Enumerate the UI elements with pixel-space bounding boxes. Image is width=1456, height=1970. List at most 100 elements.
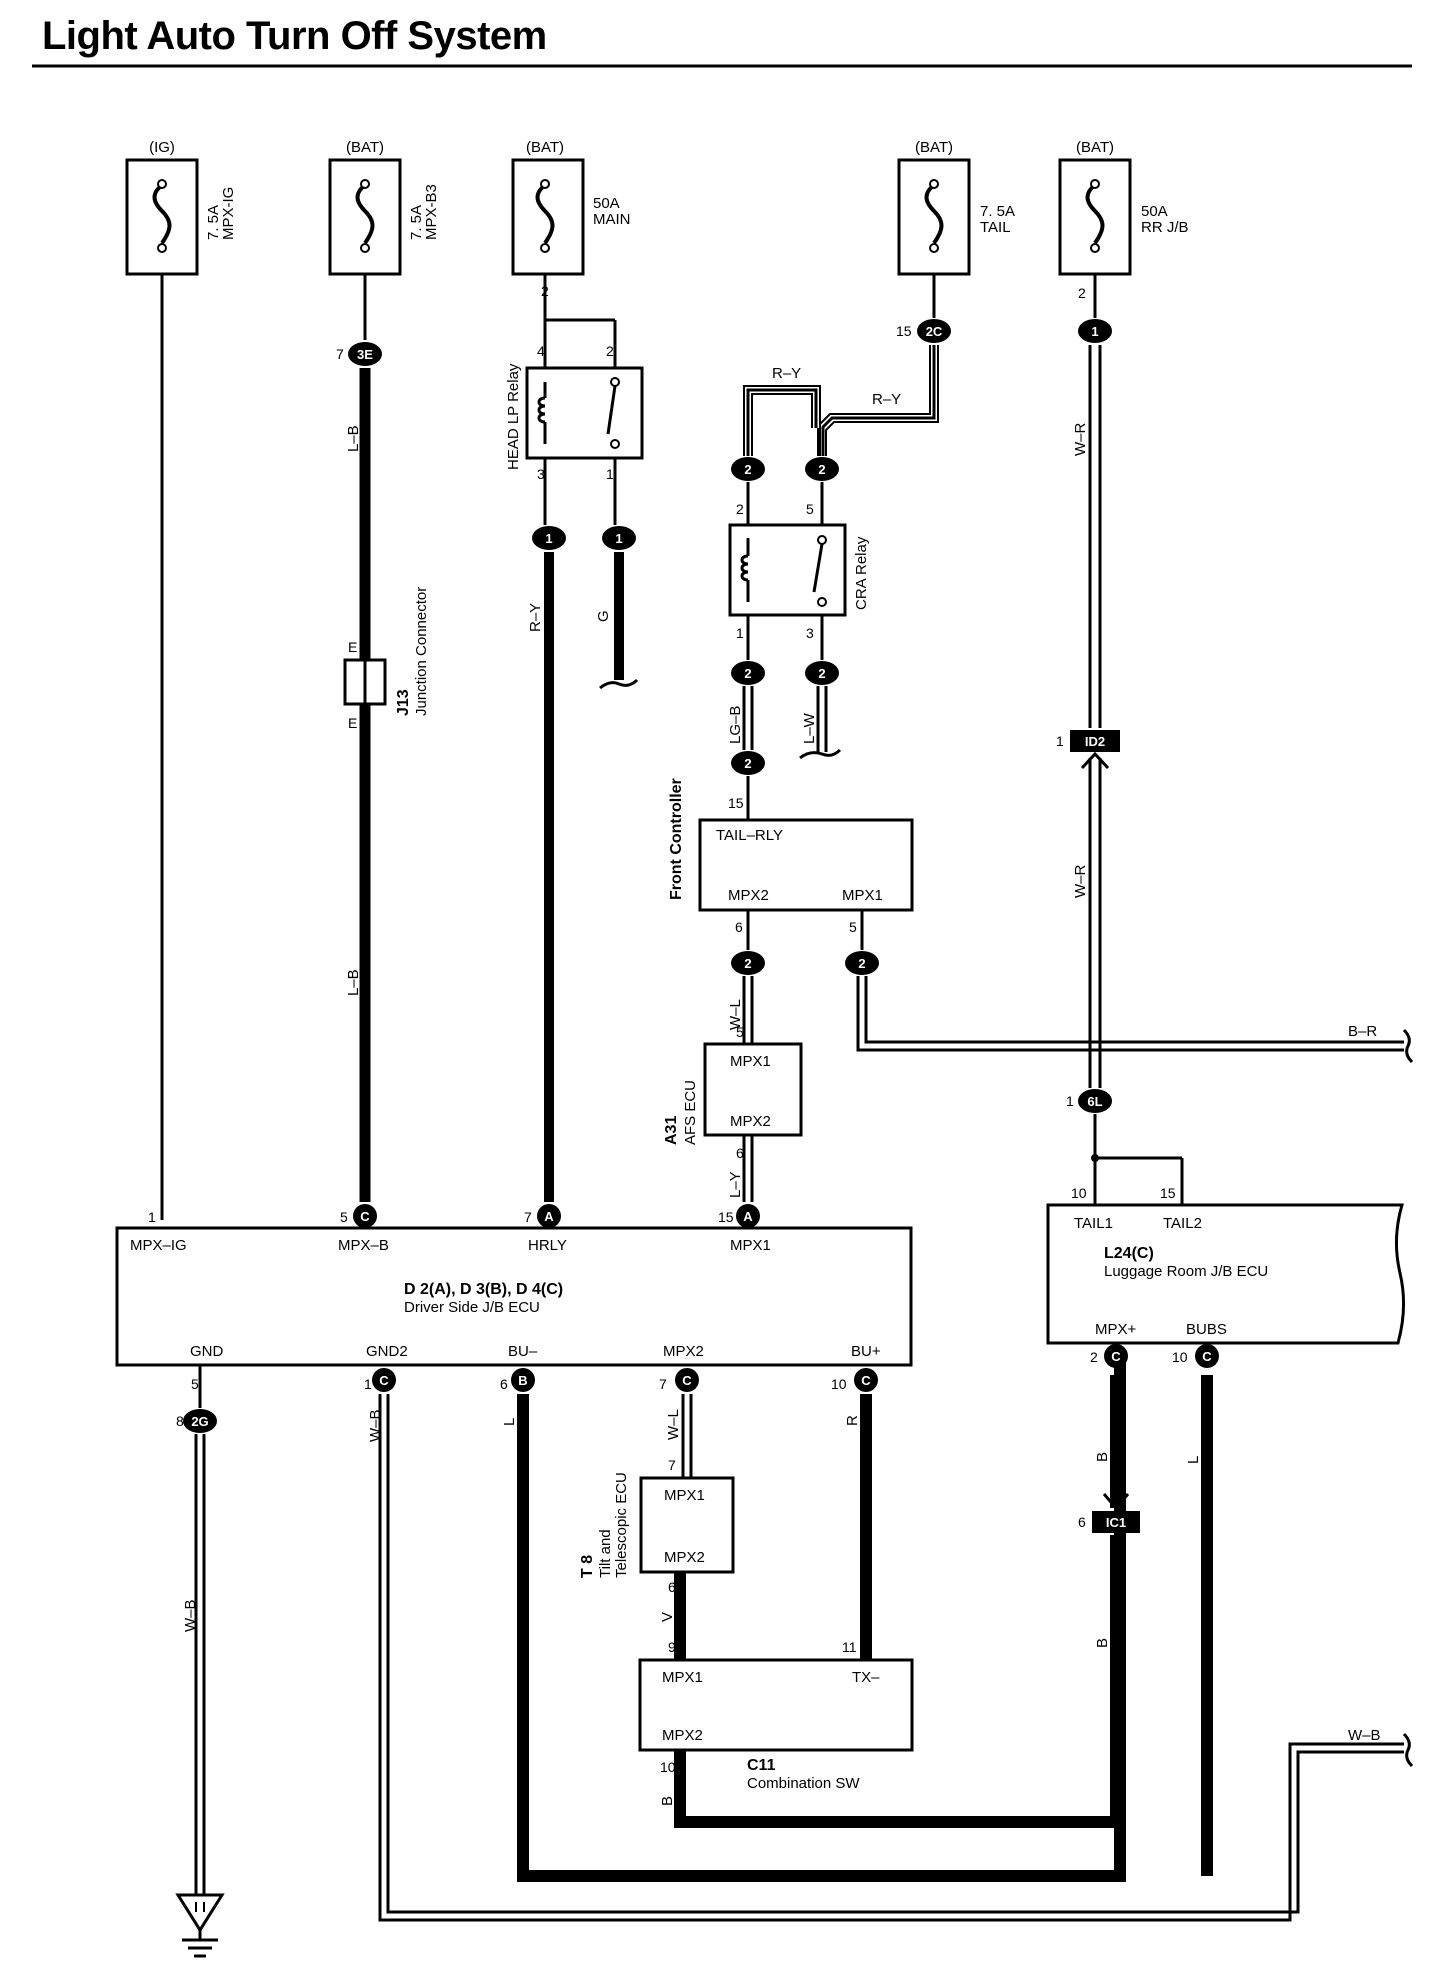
svg-text:10: 10 [1172,1349,1188,1365]
wire-label-b: B [1094,1452,1111,1462]
svg-text:8: 8 [176,1413,184,1429]
wire-label-lw: L–W [801,712,818,744]
conn-C-mpxp: C [1104,1344,1128,1368]
wire-label-wl: W–L [727,999,744,1030]
conn-fc-mpx2: 2 [731,951,765,975]
front-controller: TAIL–RLY MPX2 MPX1 Front Controller 15 6… [668,778,914,935]
svg-text:15: 15 [1160,1185,1176,1201]
svg-text:Luggage Room J/B ECU: Luggage Room J/B ECU [1104,1263,1268,1280]
svg-text:2: 2 [541,283,549,299]
svg-text:MPX+: MPX+ [1095,1321,1137,1338]
svg-text:7. 5A: 7. 5A [980,203,1015,220]
svg-text:TAIL–RLY: TAIL–RLY [716,827,783,844]
svg-text:A: A [544,1209,554,1224]
svg-text:1: 1 [736,625,744,641]
svg-text:GND2: GND2 [366,1343,408,1360]
svg-text:1: 1 [1066,1093,1074,1109]
driver-side-jb-ecu: MPX–IG MPX–B HRLY MPX1 D 2(A), D 3(B), D… [115,1209,913,1392]
svg-text:2: 2 [818,666,825,681]
svg-text:5: 5 [340,1209,348,1225]
wire-wr [1088,345,1102,1088]
svg-text:C: C [379,1373,389,1388]
svg-text:(BAT): (BAT) [1076,139,1114,156]
svg-text:1: 1 [148,1209,156,1225]
svg-text:Driver Side J/B ECU: Driver Side J/B ECU [404,1299,540,1316]
svg-text:7: 7 [524,1209,532,1225]
wire-label-wl-2: W–L [665,1409,682,1440]
fuse-rr-jb: (BAT) 50A RR J/B [1058,139,1189,276]
wire-label-wb-2: W–B [367,1409,384,1442]
svg-text:MPX2: MPX2 [662,1727,703,1744]
wire-lgb [742,686,754,750]
svg-text:1: 1 [1091,324,1098,339]
svg-text:C: C [861,1373,871,1388]
svg-text:9: 9 [668,1639,676,1655]
conn-B-bu: B [511,1368,535,1392]
wire-wb-gnd [194,1434,206,1895]
svg-text:50A: 50A [593,195,620,212]
svg-text:1: 1 [364,1376,372,1392]
svg-text:7: 7 [659,1376,667,1392]
svg-text:C: C [682,1373,692,1388]
wire-label-lb-2: L–B [345,969,362,996]
svg-text:10: 10 [831,1376,847,1392]
conn-C-bup: C [854,1368,878,1392]
wire-l-bu [517,1362,1126,1882]
svg-text:15: 15 [718,1209,734,1225]
svg-text:2: 2 [1090,1349,1098,1365]
svg-text:Tilt and: Tilt and [597,1529,614,1578]
svg-text:TAIL2: TAIL2 [1163,1215,1202,1232]
svg-text:2: 2 [744,666,751,681]
wire-ry-tail [817,345,939,456]
conn-IC1: IC1 6 [1078,1493,1140,1533]
afs-ecu: MPX1 MPX2 A31 AFS ECU 5 6 [663,1024,803,1161]
wire-label-ly: L–Y [727,1171,744,1198]
wire-label-l: L [501,1418,518,1426]
fuse-source: (IG) [149,139,175,156]
svg-text:6L: 6L [1087,1094,1102,1109]
svg-text:1: 1 [606,466,614,482]
svg-text:6: 6 [668,1579,676,1595]
svg-text:MPX-B3: MPX-B3 [423,184,440,240]
svg-text:1: 1 [615,531,622,546]
wire-label-ry-tail: R–Y [872,391,901,408]
svg-text:2: 2 [606,343,614,359]
junction-connector-j13: E E J13 Junction Connector [343,587,430,731]
svg-text:IC1: IC1 [1106,1515,1126,1530]
head-lp-relay-label: HEAD LP Relay [505,363,522,470]
conn-ry-1: 1 [532,526,566,550]
svg-text:MPX1: MPX1 [662,1669,703,1686]
svg-text:1: 1 [545,531,552,546]
svg-text:15: 15 [896,323,912,339]
wire-label-wr-2: W–R [1072,865,1089,899]
conn-cra-out-b: 2 [805,661,839,685]
wire-label-ry: R–Y [527,603,544,632]
conn-g-1: 1 [602,526,636,550]
svg-text:BU–: BU– [508,1343,538,1360]
conn-3E: 3E 7 [336,342,382,366]
cra-relay-label: CRA Relay [853,536,870,610]
conn-ID2: ID2 1 [1056,730,1120,770]
wire-b-combo [674,1750,1120,1828]
svg-text:MPX1: MPX1 [730,1053,771,1070]
svg-text:2C: 2C [926,324,943,339]
wire-label-wb: W–B [182,1599,199,1632]
svg-text:3: 3 [537,466,545,482]
wire-label-b-3: B [659,1796,676,1806]
wire-ry-loop [743,385,821,456]
svg-text:5: 5 [849,919,857,935]
luggage-ecu-id: L24(C) [1104,1245,1154,1262]
svg-text:Combination SW: Combination SW [747,1775,860,1792]
conn-fc-mpx1: 2 [845,951,879,975]
svg-text:TX–: TX– [852,1669,880,1686]
svg-text:MPX–IG: MPX–IG [130,1237,187,1254]
wire-wl-afs [742,976,754,1044]
conn-C-mpxb: C [353,1204,377,1228]
svg-text:6: 6 [1078,1514,1086,1530]
combination-switch: MPX1 TX– MPX2 C11 Combination SW 9 11 10 [638,1639,914,1792]
wire-lw [799,686,842,760]
fuse-mpx-ig: (IG) 7. 5A MPX-IG [125,139,237,276]
svg-text:J13: J13 [395,689,412,716]
wire-label-br: B–R [1348,1023,1377,1040]
svg-text:4: 4 [537,343,545,359]
